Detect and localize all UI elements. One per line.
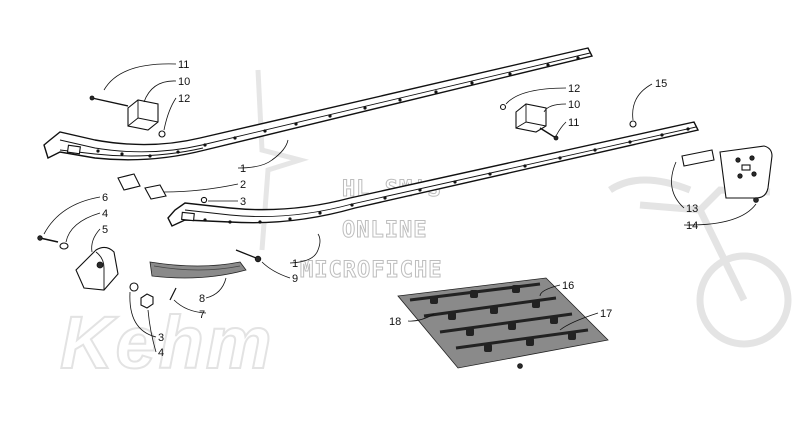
- upper-bumper-block: [89, 95, 166, 138]
- leader-lines: [43, 63, 757, 353]
- callout-15: 15: [655, 78, 667, 90]
- callout-14: 14: [686, 220, 698, 232]
- watermark-brand: Kehm: [60, 301, 274, 384]
- callout-11-top: 11: [178, 59, 189, 71]
- watermark: Kehm HL SM'S ONLINE MICROFICHE: [59, 69, 792, 385]
- wear-strip: [149, 261, 247, 279]
- callout-18: 18: [389, 316, 401, 328]
- callout-1-top: 1: [240, 163, 246, 175]
- callout-10-top: 10: [178, 76, 190, 88]
- callout-3-mid: 3: [240, 196, 246, 208]
- upper-slide-rail: [43, 47, 594, 161]
- callout-10-right: 10: [568, 99, 580, 111]
- screw-7: [169, 287, 177, 301]
- callout-1-low: 1: [292, 258, 298, 270]
- callout-3-low: 3: [158, 332, 164, 344]
- callout-labels: 11 10 12 1 2 3 6 4 5 1 9 8 7 3 4 12 10 1…: [102, 59, 698, 359]
- lower-rail-holes: [203, 127, 690, 224]
- watermark-line-3: MICROFICHE: [300, 258, 442, 283]
- callout-11-right: 11: [568, 117, 579, 129]
- callout-4-low: 4: [158, 347, 164, 359]
- callout-12-right: 12: [568, 83, 580, 95]
- right-bumper-block: [499, 103, 559, 141]
- callout-13: 13: [686, 203, 698, 215]
- callout-2: 2: [240, 179, 246, 191]
- upper-rail-holes: [96, 56, 580, 158]
- callout-7: 7: [199, 309, 205, 321]
- rear-bracket-plate: [681, 145, 773, 203]
- motorcycle-watermark-icon: [608, 176, 792, 348]
- track-cleat-assembly: [397, 277, 609, 369]
- spacer-pair: [117, 173, 167, 200]
- front-bracket: [37, 235, 119, 291]
- callout-6: 6: [102, 192, 108, 204]
- bolt-9: [235, 249, 262, 263]
- watermark-line-2: ONLINE: [342, 218, 427, 243]
- lower-slide-rail: [167, 121, 700, 227]
- callout-17: 17: [600, 308, 612, 320]
- callout-4-left: 4: [102, 208, 108, 220]
- washer-3-mid: [200, 196, 208, 204]
- callout-9: 9: [292, 273, 298, 285]
- callout-16: 16: [562, 280, 574, 292]
- washer-15: [629, 120, 637, 128]
- lower-washer-nut: [129, 282, 154, 309]
- callout-5: 5: [102, 224, 108, 236]
- callout-12-top: 12: [178, 93, 190, 105]
- callout-8: 8: [199, 293, 205, 305]
